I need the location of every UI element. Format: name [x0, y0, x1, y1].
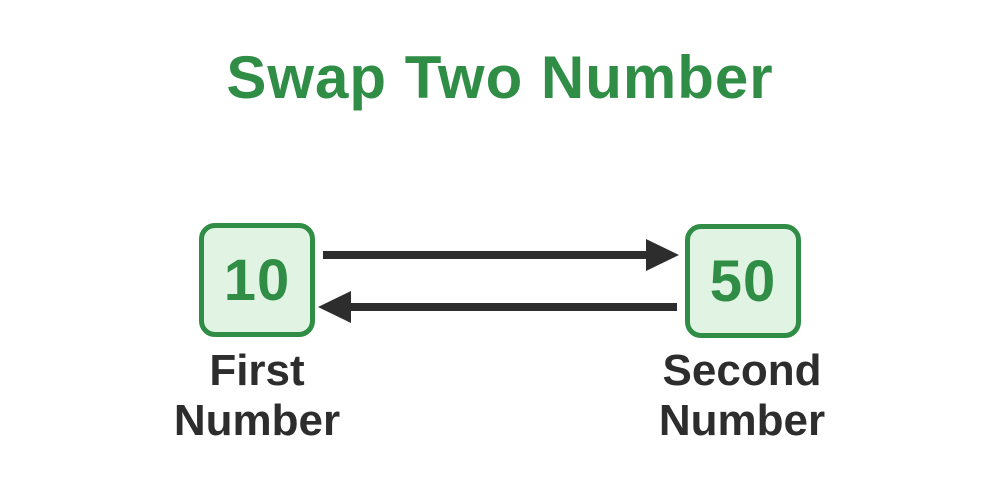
second-number-box: 50	[685, 224, 801, 338]
arrow-right-icon	[323, 239, 679, 271]
swap-arrows	[318, 239, 679, 323]
second-number-label: Second Number	[658, 346, 826, 445]
arrow-left-icon	[318, 291, 677, 323]
first-number-value: 10	[223, 247, 291, 313]
diagram-title: Swap Two Number	[226, 44, 774, 111]
second-number-value: 50	[709, 248, 777, 314]
first-number-label: First Number	[173, 346, 341, 445]
first-number-box: 10	[199, 223, 315, 337]
